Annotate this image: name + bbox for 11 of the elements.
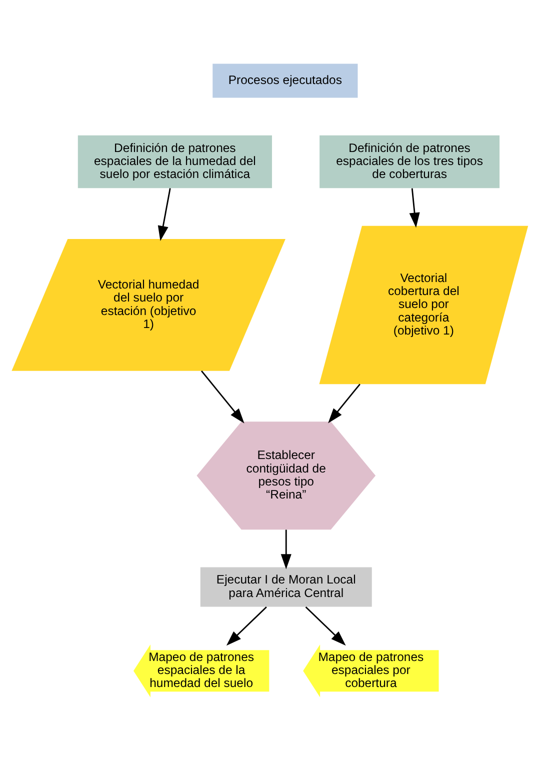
arrow bbox=[201, 370, 244, 424]
arrow bbox=[158, 188, 171, 242]
arrow bbox=[226, 606, 267, 646]
arrow bbox=[328, 384, 360, 424]
arrow bbox=[280, 530, 292, 570]
node-box: Definición de patrones espaciales de los tres tipos de coberturas bbox=[320, 135, 500, 188]
node-box: Ejecutar I de Moran Local para América Central bbox=[200, 567, 372, 607]
arrow bbox=[305, 606, 346, 646]
node-box: Procesos ejecutados bbox=[212, 64, 358, 98]
arrow bbox=[409, 188, 420, 228]
node-box: Definición de patrones espaciales de la humedad del suelo por estación climática bbox=[78, 135, 272, 188]
